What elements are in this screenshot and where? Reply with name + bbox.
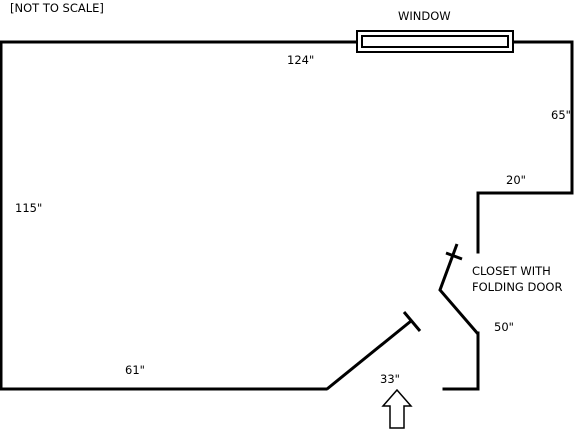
up-arrow-icon xyxy=(381,388,413,429)
closet-door-handle xyxy=(445,251,463,261)
entry-arrow xyxy=(381,388,413,429)
window-label: WINDOW xyxy=(398,9,451,23)
closet-label-line2: FOLDING DOOR xyxy=(472,280,562,294)
closet-side-dimension: 50" xyxy=(494,320,514,334)
entry-door-handle xyxy=(402,311,422,332)
window-pane xyxy=(361,35,509,48)
window xyxy=(356,30,514,53)
left-wall-dimension: 115" xyxy=(15,201,42,215)
closet-door-panels xyxy=(438,243,480,335)
entry-door xyxy=(326,311,422,391)
bottom-wall-dimension: 61" xyxy=(125,363,145,377)
closet-top-dimension: 20" xyxy=(506,173,526,187)
right-wall-dimension: 65" xyxy=(551,108,571,122)
entry-door-leaf xyxy=(326,319,412,391)
door-opening-dimension: 33" xyxy=(380,372,400,386)
not-to-scale-note: [NOT TO SCALE] xyxy=(10,1,104,15)
closet-folding-door xyxy=(438,243,480,335)
room-walls xyxy=(0,40,574,391)
top-wall-dimension: 124" xyxy=(287,53,314,67)
closet-label-line1: CLOSET WITH xyxy=(472,264,551,278)
